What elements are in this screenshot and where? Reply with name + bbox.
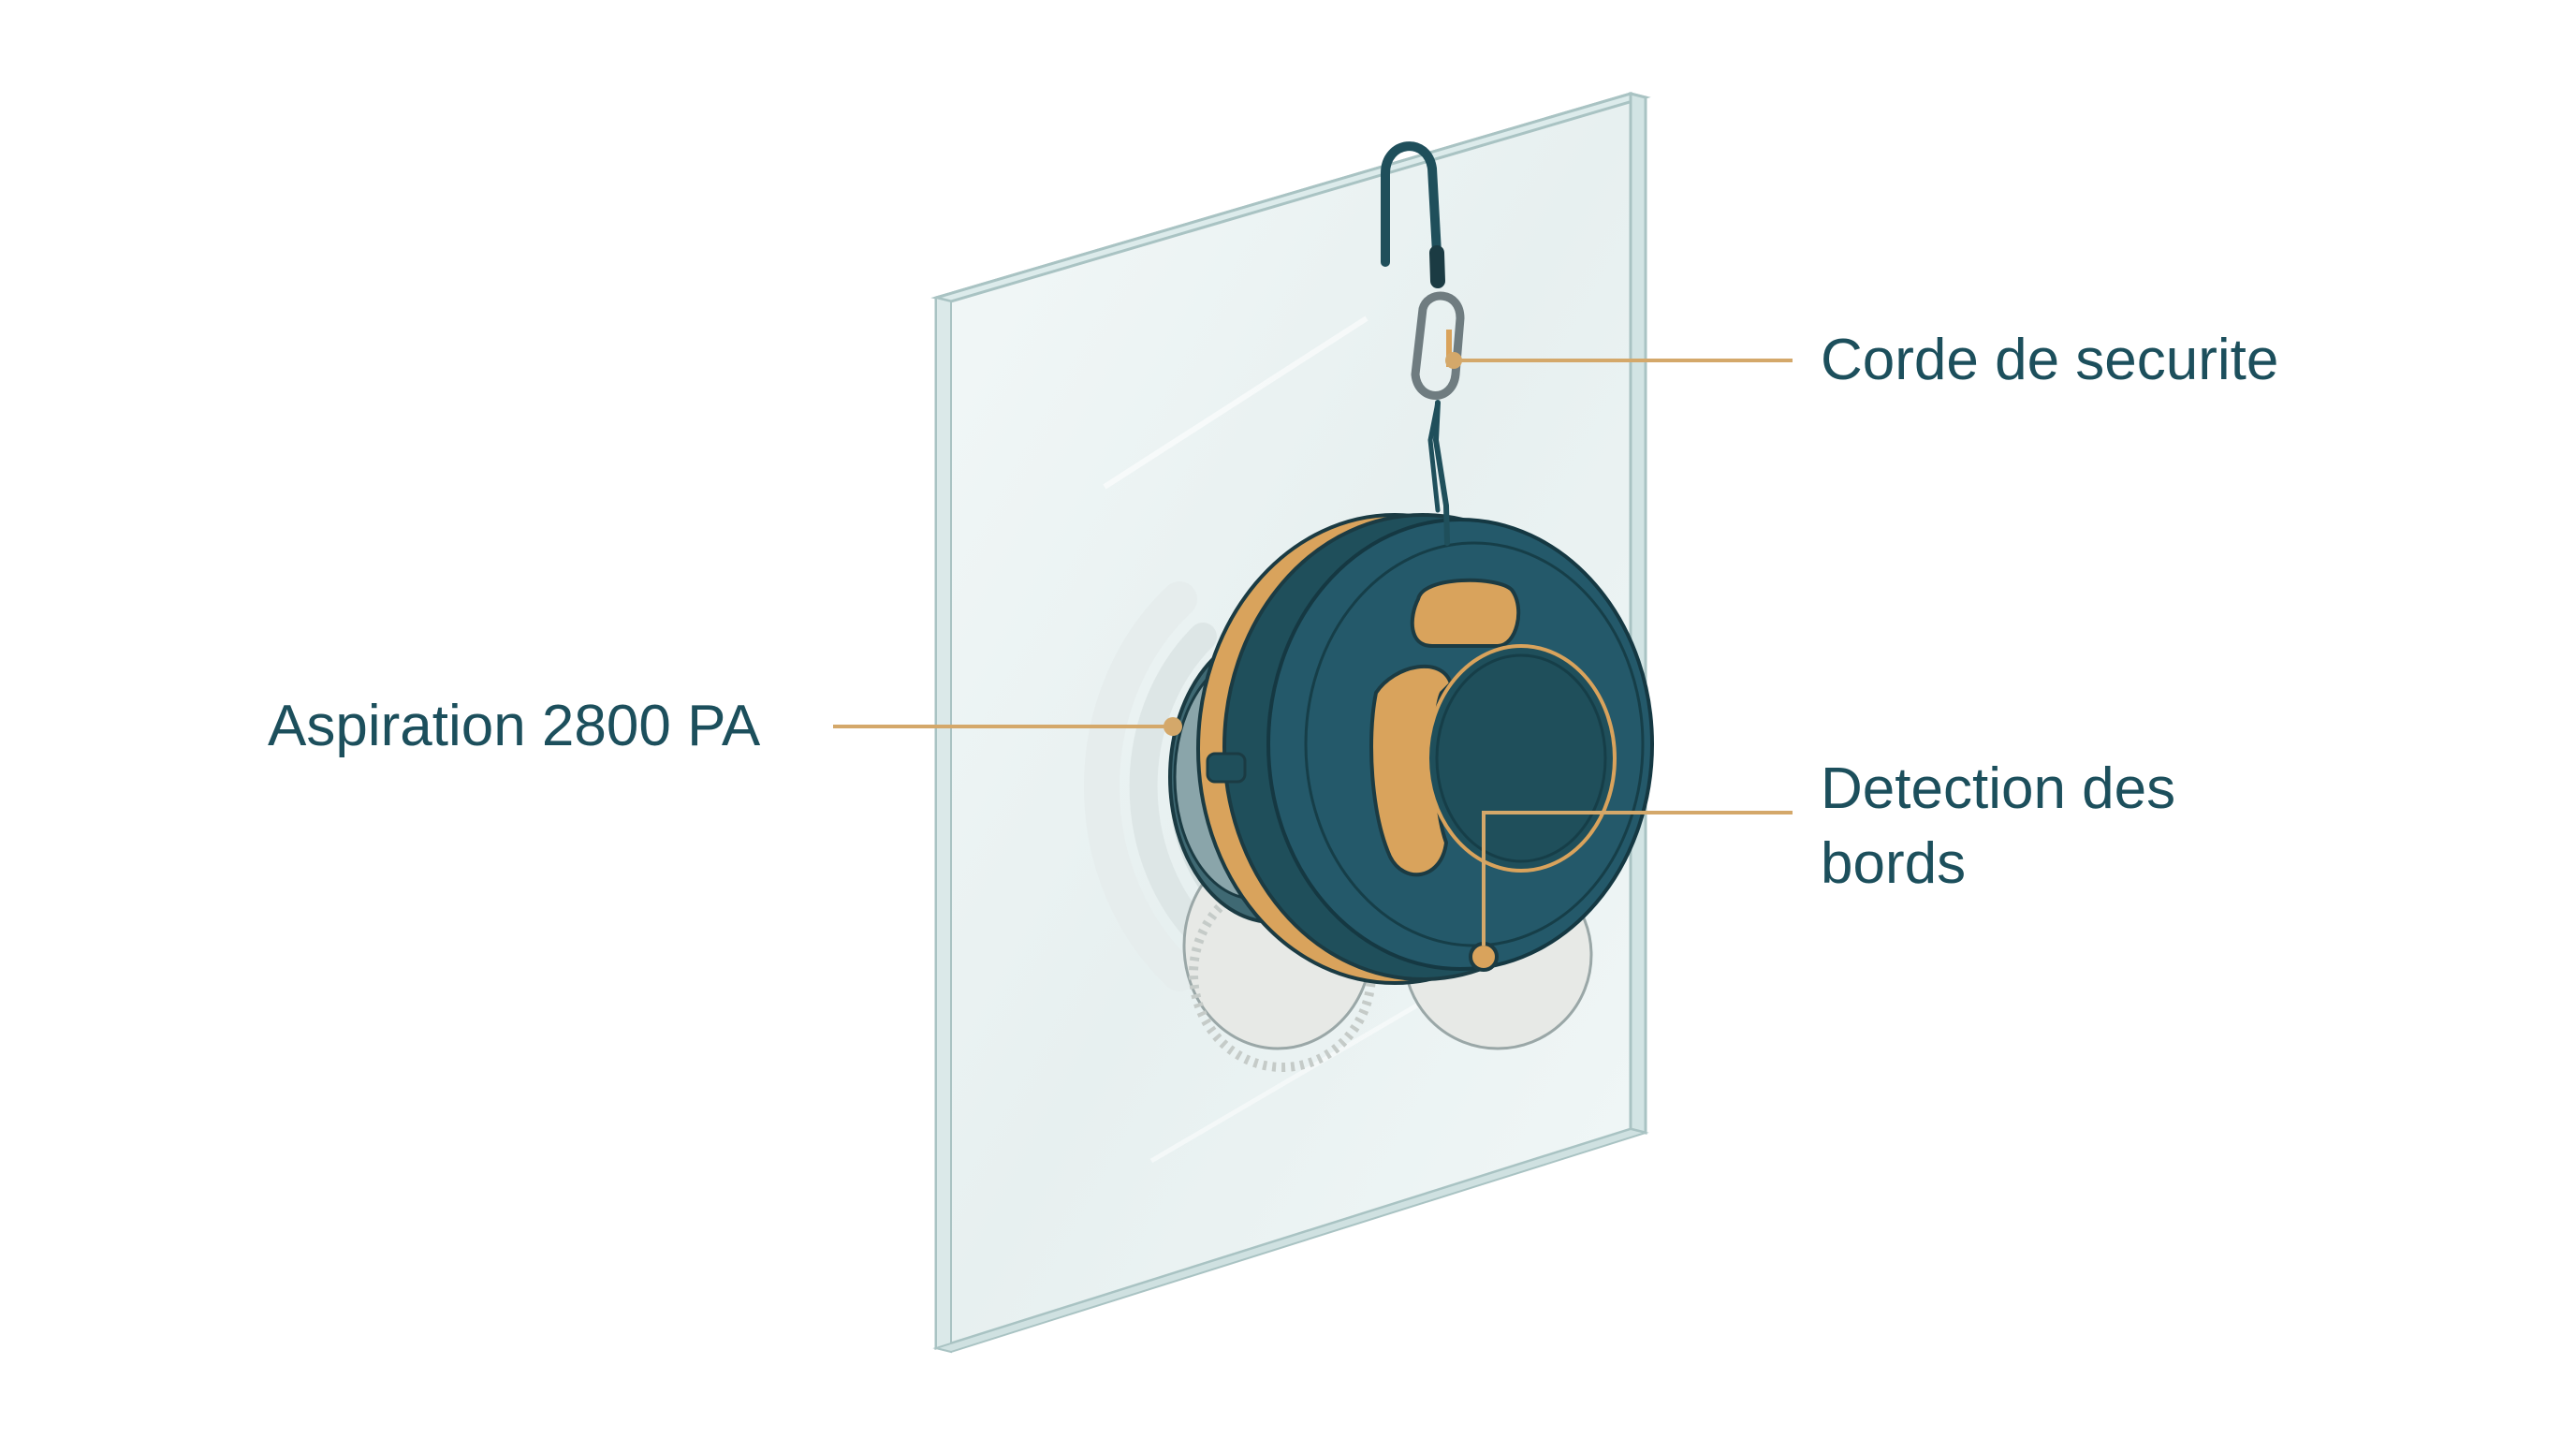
leader-lines: [833, 359, 1793, 946]
safety-rope-icon: [1381, 141, 1450, 546]
callout-suction-power: Aspiration 2800 PA: [268, 694, 761, 758]
edge-sensor-icon: [1469, 942, 1499, 972]
callout-edge-detection-line1: Detection des: [1821, 756, 2176, 821]
window-cleaning-robot-icon: [1168, 513, 1654, 1072]
callout-edge-detection: Detection des bords: [1821, 752, 2175, 902]
callout-edge-detection-line2: bords: [1821, 831, 1967, 896]
leader-dot-suction: [1164, 717, 1182, 736]
leader-edge: [1482, 811, 1793, 946]
callout-safety-rope: Corde de securite: [1821, 328, 2279, 392]
leader-dot-rope: [1445, 352, 1462, 369]
